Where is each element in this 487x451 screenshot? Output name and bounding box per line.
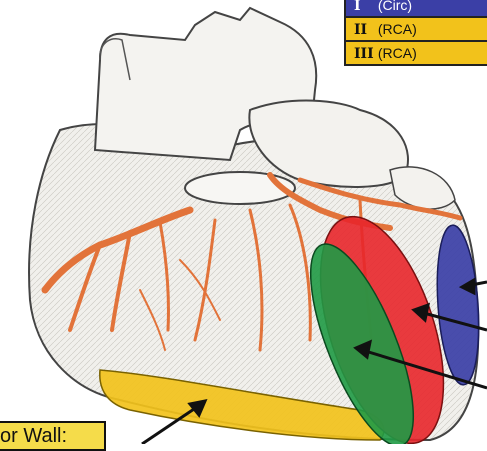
lead-artery: (Circ) bbox=[378, 0, 412, 13]
lead-artery: (RCA) bbox=[378, 45, 417, 61]
inferior-wall-label: or Wall: bbox=[0, 421, 106, 451]
lead-number: II bbox=[354, 22, 374, 38]
lead-row: I (Circ) bbox=[345, 0, 487, 17]
lead-artery: (RCA) bbox=[378, 21, 417, 37]
lead-table: I (Circ) II (RCA) III (RCA) bbox=[344, 0, 487, 66]
lead-number: I bbox=[354, 0, 374, 14]
lead-number: III bbox=[354, 46, 374, 62]
lead-row: II (RCA) bbox=[345, 17, 487, 41]
lead-row: III (RCA) bbox=[345, 41, 487, 65]
